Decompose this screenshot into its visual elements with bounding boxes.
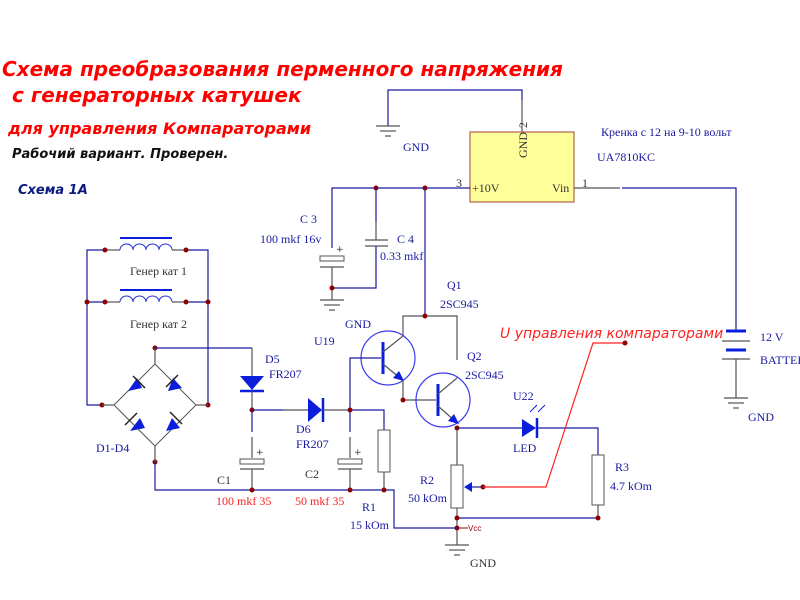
q1-part: 2SC945 bbox=[440, 297, 479, 311]
regulator-note: Кренка с 12 на 9-10 вольт bbox=[601, 125, 732, 139]
gnd-label-c3: GND bbox=[345, 317, 371, 331]
title-line-3: для управления Компараторами bbox=[7, 119, 311, 138]
q1-ref: Q1 bbox=[447, 278, 462, 292]
control-voltage-line bbox=[483, 342, 625, 488]
battery-wire bbox=[622, 187, 737, 330]
bridge-label: D1-D4 bbox=[96, 441, 129, 455]
gnd-label-bottom: GND bbox=[470, 556, 496, 570]
r3-ref: R3 bbox=[615, 460, 629, 474]
battery-label: BATTER bbox=[760, 353, 800, 367]
regulator-pin-gnd: GND bbox=[516, 132, 530, 158]
battery bbox=[722, 329, 750, 409]
resistor-r3 bbox=[591, 454, 605, 506]
capacitor-c3: + bbox=[319, 245, 345, 311]
plus-sign: + bbox=[256, 448, 264, 458]
coil1-label: Генер кат 1 bbox=[130, 264, 187, 278]
regulator-pin-out: +10V bbox=[472, 181, 500, 195]
r2-value: 50 kOm bbox=[408, 491, 448, 505]
capacitor-c2: + bbox=[337, 412, 363, 490]
diode-d6 bbox=[308, 398, 325, 422]
wiper-arrow-icon bbox=[464, 482, 472, 492]
return-wire bbox=[154, 462, 457, 529]
title-line-2: с генераторных катушек bbox=[12, 83, 302, 107]
generator-coil-2 bbox=[105, 289, 186, 303]
r1-value: 15 kOm bbox=[350, 518, 390, 532]
coil2-label: Генер кат 2 bbox=[130, 317, 187, 331]
plus-sign: + bbox=[354, 448, 362, 458]
gnd-label-top: GND bbox=[403, 140, 429, 154]
led-u22 bbox=[522, 404, 546, 438]
resistor-r1 bbox=[377, 429, 391, 473]
capacitor-c4 bbox=[329, 188, 388, 291]
q2-part: 2SC945 bbox=[465, 368, 504, 382]
regulator-pin-in: Vin bbox=[552, 181, 569, 195]
r3-value: 4.7 kOm bbox=[610, 479, 653, 493]
led-ref: U22 bbox=[513, 389, 534, 403]
q2-ref: Q2 bbox=[467, 349, 482, 363]
c3-ref: C 3 bbox=[300, 212, 317, 226]
c4-ref: C 4 bbox=[397, 232, 414, 246]
c3-value: 100 mkf 16v bbox=[260, 232, 321, 246]
transistor-q1 bbox=[349, 330, 436, 410]
c4-value: 0.33 mkf bbox=[380, 249, 423, 263]
c2-ref: C2 bbox=[305, 467, 319, 481]
regulator-pin-gnd-num: 2 bbox=[516, 122, 530, 128]
r2-ref: R2 bbox=[420, 473, 434, 487]
status-text: Рабочий вариант. Проверен. bbox=[12, 147, 228, 162]
led-label: LED bbox=[513, 441, 537, 455]
d6-ref: D6 bbox=[296, 422, 311, 436]
battery-voltage: 12 V bbox=[760, 330, 784, 344]
gnd-label-battery: GND bbox=[748, 410, 774, 424]
scheme-label: Схема 1A bbox=[18, 183, 88, 198]
c1-value: 100 mkf 35 bbox=[216, 494, 271, 508]
vcc-label: Vcc bbox=[468, 524, 481, 533]
u19-label: U19 bbox=[314, 334, 335, 348]
title-line-1: Схема преобразования перменного напряжен… bbox=[2, 57, 563, 81]
c2-value: 50 mkf 35 bbox=[295, 494, 344, 508]
regulator-part: UA7810KC bbox=[597, 150, 655, 164]
d5-part: FR207 bbox=[269, 367, 302, 381]
control-label: U управления компараторами bbox=[500, 326, 723, 342]
potentiometer-r2 bbox=[450, 464, 464, 509]
d5-ref: D5 bbox=[265, 352, 280, 366]
regulator-ground-wire bbox=[376, 89, 523, 137]
regulator-pin-in-num: 1 bbox=[582, 176, 588, 190]
capacitor-c1: + bbox=[239, 412, 265, 490]
diode-bridge bbox=[102, 348, 208, 462]
transistor-q2 bbox=[415, 372, 471, 431]
voltage-regulator: GND 2 +10V Vin 3 1 bbox=[456, 122, 588, 203]
d6-part: FR207 bbox=[296, 437, 329, 451]
c1-ref: C1 bbox=[217, 473, 231, 487]
generator-coil-1 bbox=[105, 237, 186, 251]
r1-ref: R1 bbox=[362, 500, 376, 514]
diode-d5 bbox=[240, 376, 264, 393]
regulator-pin-out-num: 3 bbox=[456, 176, 462, 190]
plus-sign: + bbox=[336, 245, 344, 255]
